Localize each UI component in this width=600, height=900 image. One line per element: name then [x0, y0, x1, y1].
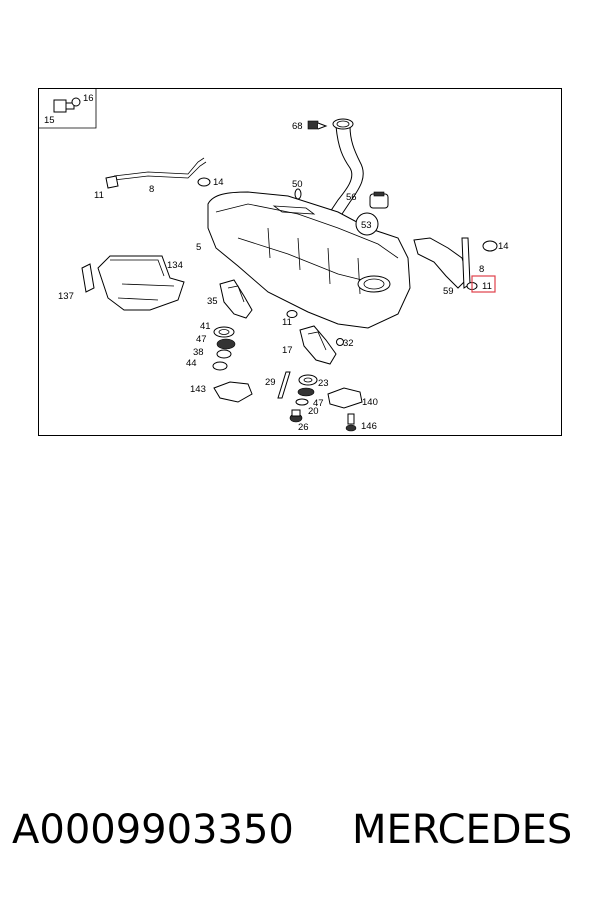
washer-stack-left — [212, 326, 236, 371]
label-35: 35 — [207, 296, 218, 307]
fuel-line-8 — [113, 157, 205, 177]
strap-8-drawing — [461, 237, 498, 289]
label-29: 29 — [265, 377, 276, 388]
label-53: 53 — [361, 220, 372, 231]
bracket-17-drawing — [299, 325, 337, 365]
label-32: 32 — [343, 338, 354, 349]
label-47-left: 47 — [196, 334, 207, 345]
label-17: 17 — [282, 345, 293, 356]
cap-56-drawing — [369, 191, 389, 209]
bolt-15-drawing — [53, 97, 81, 113]
screw-68-drawing — [307, 120, 328, 130]
washer-stack-right — [295, 374, 318, 406]
grommet-50-drawing — [294, 188, 302, 200]
label-11-top: 11 — [94, 190, 104, 201]
label-8-right: 8 — [479, 264, 484, 275]
label-134: 134 — [167, 260, 183, 271]
part-number: A0009903350 — [12, 807, 294, 853]
label-15: 15 — [44, 115, 55, 126]
callout-53-circle — [355, 212, 379, 236]
brand-name: MERCEDES — [352, 807, 573, 853]
label-26: 26 — [298, 422, 309, 433]
nut-26-drawing — [289, 409, 303, 423]
bracket-140-drawing — [327, 387, 363, 409]
label-16: 16 — [83, 93, 94, 104]
label-23: 23 — [318, 378, 329, 389]
label-140: 140 — [362, 397, 378, 408]
clip-11-drawing — [105, 175, 119, 189]
diagram-canvas: 15 16 68 11 8 14 50 56 53 5 14 8 59 11 1… — [38, 88, 562, 436]
label-8-top: 8 — [149, 184, 154, 195]
label-41: 41 — [200, 321, 211, 332]
label-68: 68 — [292, 121, 303, 132]
bolt-146-drawing — [345, 413, 357, 432]
label-38: 38 — [193, 347, 204, 358]
label-5: 5 — [196, 242, 201, 253]
label-11-highlighted[interactable]: 11 — [482, 281, 492, 292]
label-143: 143 — [190, 384, 206, 395]
bolt-29-drawing — [277, 371, 291, 399]
label-47-right: 47 — [313, 398, 324, 409]
shield-59-drawing — [413, 237, 469, 289]
caption-bar: A0009903350 MERCEDES — [0, 800, 600, 870]
label-20: 20 — [308, 406, 319, 417]
label-44: 44 — [186, 358, 197, 369]
label-50: 50 — [292, 179, 303, 190]
label-146: 146 — [361, 421, 377, 432]
label-137: 137 — [58, 291, 74, 302]
parts-diagram: 15 16 68 11 8 14 50 56 53 5 14 8 59 11 1… — [38, 88, 562, 436]
label-11-center: 11 — [282, 317, 292, 328]
clip-14-drawing — [197, 177, 211, 187]
inset-box — [38, 88, 97, 129]
label-14-right: 14 — [498, 241, 509, 252]
heat-shield-134-drawing — [81, 255, 185, 311]
label-59: 59 — [443, 286, 454, 297]
label-56: 56 — [346, 192, 357, 203]
bracket-143-drawing — [213, 381, 253, 403]
clip-32-drawing — [336, 338, 344, 346]
nut-11-drawing — [286, 310, 298, 318]
highlight-box — [471, 275, 496, 293]
label-14-top: 14 — [213, 177, 224, 188]
bracket-35-drawing — [219, 279, 253, 319]
